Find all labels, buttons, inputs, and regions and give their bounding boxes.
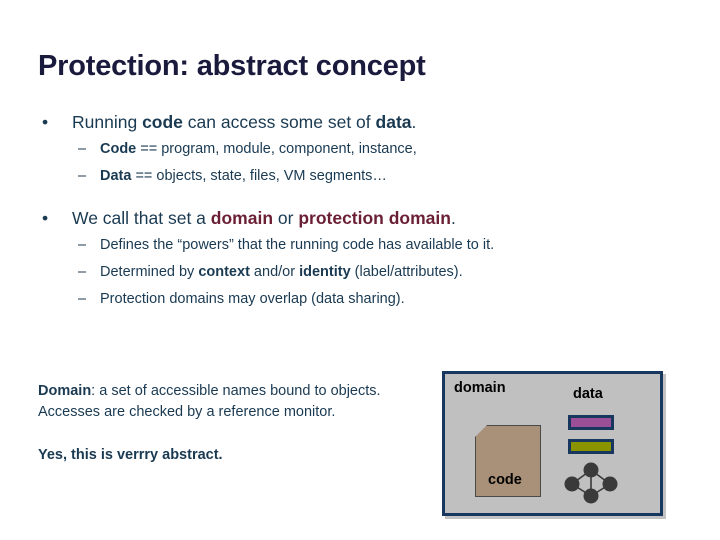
bullet-secondary-text: Protection domains may overlap (data sha… — [100, 291, 405, 308]
bullet-primary-text: We call that set a domain or protection … — [72, 208, 456, 229]
bullet-dash-icon: – — [78, 291, 87, 308]
bullet-group-spacer — [0, 194, 720, 208]
definition-block: Domain: a set of accessible names bound … — [38, 381, 423, 466]
bullet-dot-icon: • — [42, 208, 49, 229]
bullet-dot-icon: • — [42, 112, 49, 132]
node-graph-icon — [564, 462, 618, 504]
bullet-dash-icon: – — [78, 237, 87, 253]
bullet-secondary: – Determined by context and/or identity … — [0, 263, 720, 281]
bullet-secondary-text: Code == program, module, component, inst… — [100, 140, 417, 157]
bullet-secondary: – Code == program, module, component, in… — [0, 140, 720, 158]
data-bar-purple — [568, 415, 614, 430]
page-title: Protection: abstract concept — [38, 50, 426, 82]
bullet-secondary: – Protection domains may overlap (data s… — [0, 290, 720, 308]
bullet-secondary: – Defines the “powers” that the running … — [0, 236, 720, 254]
bullet-primary: • We call that set a domain or protectio… — [0, 208, 720, 230]
definition-paragraph: Domain: a set of accessible names bound … — [38, 383, 381, 421]
data-bar-olive — [568, 439, 614, 454]
bullet-secondary-text: Data == objects, state, files, VM segmen… — [100, 168, 387, 184]
bullet-dash-icon: – — [78, 264, 87, 281]
bullet-dash-icon: – — [78, 168, 87, 184]
bullet-primary-text: Running code can access some set of data… — [72, 112, 417, 132]
bullet-primary: • Running code can access some set of da… — [0, 112, 720, 134]
definition-aside: Yes, this is verrry abstract. — [38, 447, 223, 464]
protection-domain-diagram: domain data code — [442, 371, 663, 516]
diagram-domain-label: domain — [454, 380, 506, 396]
diagram-data-label: data — [573, 386, 603, 402]
bullet-list: • Running code can access some set of da… — [0, 112, 720, 317]
bullet-secondary-text: Determined by context and/or identity (l… — [100, 264, 463, 281]
diagram-code-label: code — [488, 472, 522, 488]
bullet-dash-icon: – — [78, 140, 87, 157]
code-document-icon — [475, 425, 541, 497]
bullet-secondary-text: Defines the “powers” that the running co… — [100, 237, 495, 253]
bullet-secondary: – Data == objects, state, files, VM segm… — [0, 167, 720, 185]
